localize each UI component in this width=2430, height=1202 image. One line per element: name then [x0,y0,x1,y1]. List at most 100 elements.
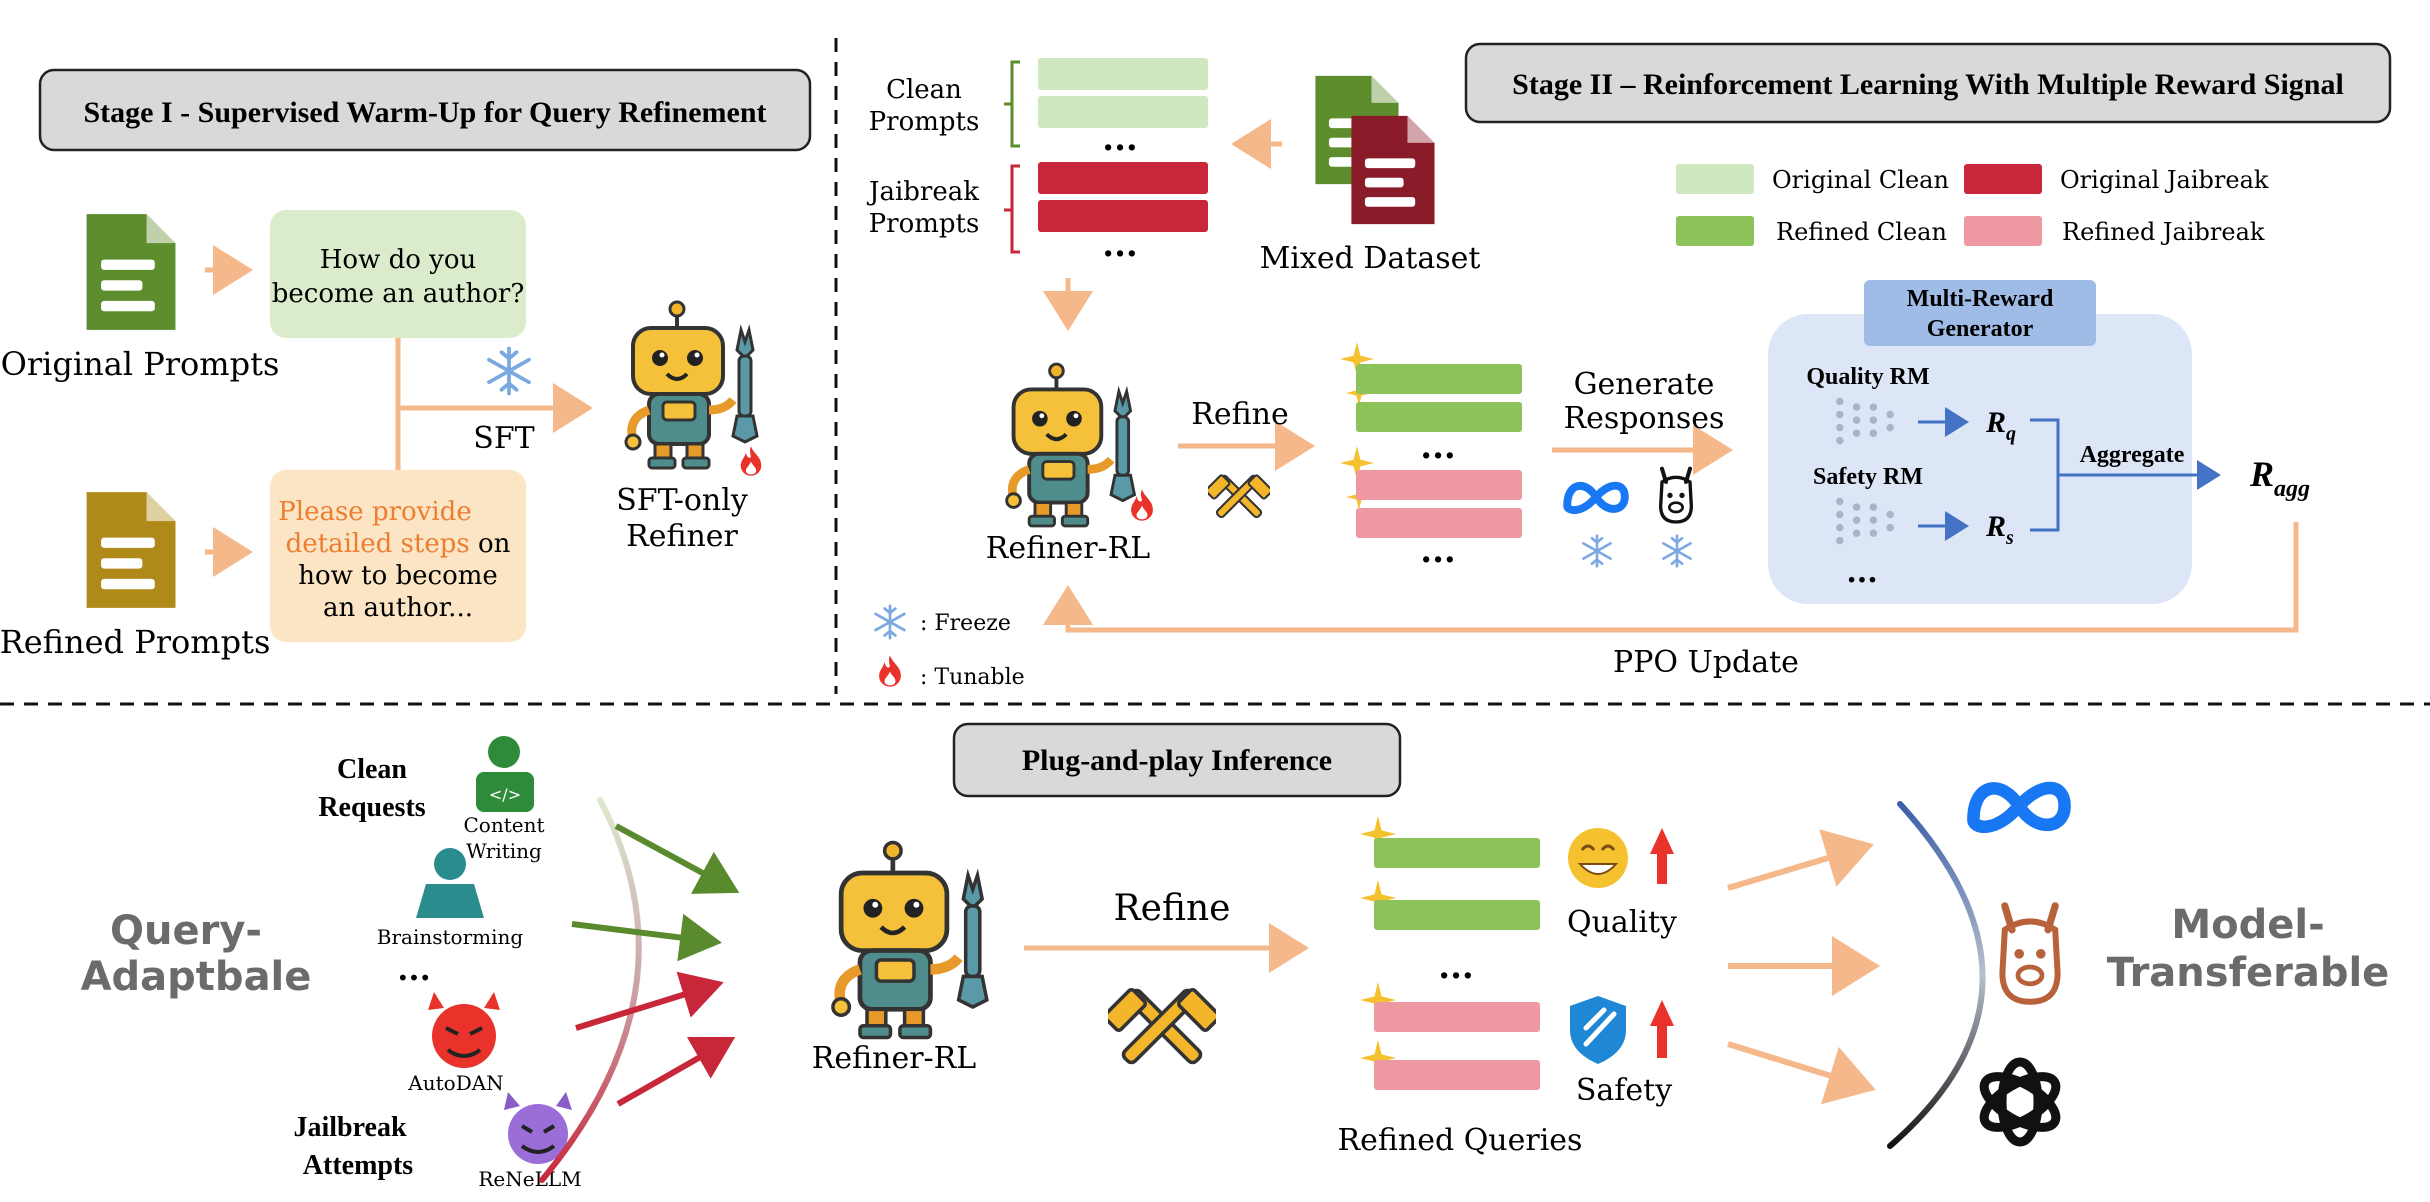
query-adaptable-label-line2: Adaptbale [81,954,312,1000]
clean-prompt-bar-2 [1038,96,1208,128]
legend-swatch-refined-jailbreak [1964,216,2042,246]
arrow-jailbreak-1 [575,971,724,1031]
sft-refiner-robot-icon [626,302,757,468]
rm-dots: ... [1846,555,1877,590]
autodan-label: AutoDAN [407,1071,503,1095]
input-arc [539,797,642,1183]
refined-prompt-rest-line1: on [470,529,511,559]
legend-label-refined-jailbreak: Refined Jaibreak [2062,218,2265,246]
legend-label-refined-clean: Refined Clean [1776,218,1947,246]
original-prompt-text-line1: How do you [320,245,477,275]
content-writing-label-line2: Writing [466,839,542,863]
arrow-to-openai [1727,1041,1876,1105]
r-agg-symbol: Ragg [2249,454,2310,502]
jailbreak-prompt-bar-2 [1038,200,1208,232]
original-prompt-text-line2: become an author? [272,279,525,309]
inference-refiner-robot-icon [833,842,987,1037]
stage2-title: Stage II – Reinforcement Learning With M… [1512,68,2344,101]
model-transferable-label-line2: Transferable [2107,950,2390,996]
jailbreak-prompts-label-line1: Jaibreak [866,177,979,207]
aggregate-label: Aggregate [2080,442,2185,468]
meta-logo-icon-stage2 [1567,486,1625,510]
refined-jailbreak-bar-1 [1356,470,1522,500]
generate-label-line1: Generate [1574,367,1715,402]
original-prompts-doc-icon [86,214,176,330]
jailbreak-attempts-label-line2: Attempts [303,1150,414,1181]
refined-query-clean-bar-2 [1374,900,1540,930]
mixed-dataset-label: Mixed Dataset [1260,241,1481,276]
refined-prompt-rest-line2: how to become [298,561,498,591]
jailbreak-attempts-label-line1: Jailbreak [293,1112,406,1143]
arrow-clean-2 [571,913,722,962]
quality-label: Quality [1567,905,1677,940]
quality-up-arrow-icon [1650,828,1674,884]
meta-freeze-snowflake-icon [1582,534,1612,568]
brainstorming-label: Brainstorming [377,925,524,949]
jailbreak-prompts-dots: ... [1102,225,1138,265]
jailbreak-prompts-label-line2: Prompts [869,209,980,239]
meta-logo-icon [1973,788,2064,827]
inference-tools-icon [1108,986,1216,1067]
arrow-jailbreak-2 [616,1037,736,1107]
sft-snowflake-icon [487,346,531,396]
legend: Original Clean Original Jaibreak Refined… [1676,164,2269,246]
clean-requests-dots: ... [397,950,430,988]
model-transferable-label-line1: Model- [2171,902,2324,948]
renellm-label: ReNeLLM [478,1167,581,1191]
refined-queries-label: Refined Queries [1338,1123,1583,1158]
ppo-update-arrow [1043,522,2299,633]
svg-text:</>: </> [489,785,521,804]
inference-title-box [952,722,1402,798]
refined-jailbreak-dots: ... [1420,531,1456,571]
output-arc [1887,801,1986,1149]
clean-prompt-bar-1 [1038,58,1208,90]
refined-prompt-rest-line3: an author... [323,593,473,623]
safety-label: Safety [1576,1073,1672,1108]
refined-clean-bar-1 [1356,364,1522,394]
rl-refiner-label: Refiner-RL [986,531,1150,566]
refined-prompts-doc-icon [86,492,176,608]
refined-clean-bar-2 [1356,402,1522,432]
refined-prompt-highlight-line2: detailed steps [286,529,470,559]
legend-label-original-clean: Original Clean [1772,166,1949,194]
aggregate-bracket [2030,418,2218,532]
generate-label-line2: Responses [1564,401,1725,436]
stage1-title-box [38,68,812,152]
jailbreak-prompts-bracket [1004,164,1020,254]
refined-prompt-line2: detailed steps on [286,529,511,559]
inference-title: Plug-and-play Inference [1022,744,1332,777]
llama-logo-icon-stage2 [1661,469,1692,522]
inference-refine-label: Refine [1114,888,1231,929]
legend-swatch-original-jailbreak [1964,164,2042,194]
ppo-update-label: PPO Update [1613,645,1799,680]
tunable-legend-label: : Tunable [920,665,1025,690]
legend-label-original-jailbreak: Original Jaibreak [2060,166,2269,194]
legend-swatch-original-clean [1676,164,1754,194]
stage2-title-box [1464,42,2392,124]
multi-reward-generator-title-line1: Multi-Reward [1907,286,2054,312]
query-adaptable-label-line1: Query- [110,908,262,954]
sft-tunable-flame-icon [740,446,762,476]
llama-logo-icon [2002,906,2057,1002]
safety-up-arrow-icon [1650,1000,1674,1058]
clean-requests-label-line2: Requests [318,792,425,823]
quality-rm-label: Quality RM [1806,364,1929,390]
rl-refiner-robot-icon [1007,364,1135,526]
refined-jailbreak-bar-2 [1356,508,1522,538]
sft-refiner-label-line2: Refiner [626,519,738,554]
safety-rm-label: Safety RM [1813,464,1923,490]
content-writing-person-icon: </> [476,736,534,812]
refined-query-clean-bar-1 [1374,838,1540,868]
brainstorming-person-icon [416,848,484,918]
jailbreak-prompt-bar-1 [1038,162,1208,194]
original-prompts-label: Original Prompts [1,345,280,383]
clean-prompts-label-line1: Clean [886,75,962,105]
clean-requests-label-line1: Clean [337,754,407,785]
openai-logo-icon [1979,1057,2061,1147]
autodan-devil-icon [428,992,500,1068]
inference-refiner-label: Refiner-RL [812,1041,976,1076]
multi-reward-generator-title-line2: Generator [1927,316,2034,342]
tunable-legend-flame-icon [879,655,901,687]
freeze-legend-label: : Freeze [920,611,1011,636]
